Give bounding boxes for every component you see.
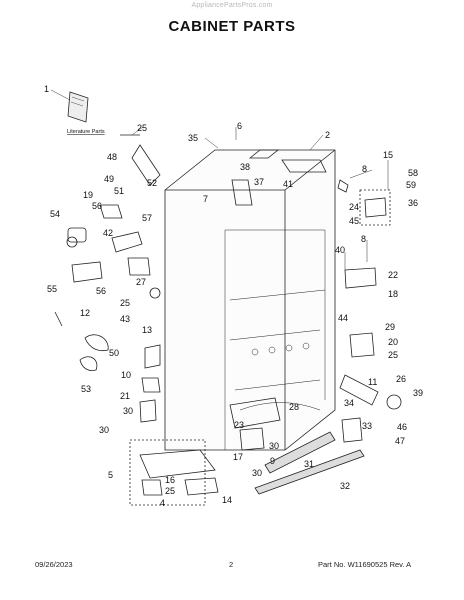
callout-19: 19 — [83, 190, 93, 200]
callout-5: 5 — [108, 470, 113, 480]
callout-22: 22 — [388, 270, 398, 280]
callout-12: 12 — [80, 308, 90, 318]
callout-6: 6 — [237, 121, 242, 131]
callout-51: 51 — [114, 186, 124, 196]
callout-11: 11 — [368, 377, 377, 387]
callout-8-mid: 8 — [361, 234, 366, 244]
callout-32: 32 — [340, 481, 350, 491]
callout-42: 42 — [103, 228, 113, 238]
callout-18: 18 — [388, 289, 398, 299]
callout-37: 37 — [254, 177, 264, 187]
callout-58: 58 — [408, 168, 418, 178]
callout-50: 50 — [109, 348, 119, 358]
callout-21: 21 — [120, 391, 130, 401]
callout-49: 49 — [104, 174, 114, 184]
bottom-trim — [229, 397, 365, 495]
callout-36: 36 — [408, 198, 418, 208]
callout-34: 34 — [344, 398, 354, 408]
leader-lines — [50, 89, 389, 270]
page-title: CABINET PARTS — [168, 18, 296, 35]
literature-label: Literature Parts — [67, 129, 105, 135]
callout-57: 57 — [142, 213, 152, 223]
callout-25-top: 25 — [137, 123, 147, 133]
callout-8-top: 8 — [362, 164, 367, 174]
callout-31: 31 — [304, 459, 314, 469]
callout-59: 59 — [406, 180, 416, 190]
base-assembly — [129, 439, 219, 506]
callout-39: 39 — [413, 388, 423, 398]
callout-1: 1 — [44, 84, 49, 94]
callout-48: 48 — [107, 152, 117, 162]
callout-35: 35 — [188, 133, 198, 143]
callout-27: 27 — [136, 277, 146, 287]
callout-55: 55 — [47, 284, 57, 294]
right-side-parts — [337, 179, 402, 443]
callout-45: 45 — [349, 216, 359, 226]
callout-44: 44 — [338, 313, 348, 323]
callout-13: 13 — [142, 325, 152, 335]
callout-54: 54 — [50, 209, 60, 219]
callout-28: 28 — [289, 402, 299, 412]
callout-4: 4 — [160, 498, 165, 508]
callout-24: 24 — [349, 202, 359, 212]
cabinet-shell — [164, 149, 336, 451]
callout-40: 40 — [335, 245, 345, 255]
callout-47: 47 — [395, 436, 405, 446]
callout-52: 52 — [147, 178, 157, 188]
callout-25-right: 25 — [388, 350, 398, 360]
callouts: 1 2 4 5 6 7 8 8 9 10 11 12 13 14 15 16 1… — [44, 84, 423, 508]
callout-17: 17 — [233, 452, 243, 462]
callout-26: 26 — [396, 374, 406, 384]
callout-56-top: 56 — [92, 201, 102, 211]
callout-29: 29 — [385, 322, 395, 332]
callout-38: 38 — [240, 162, 250, 172]
footer-part-number: Part No. W11690525 Rev. A — [318, 560, 412, 569]
callout-30-b: 30 — [99, 425, 109, 435]
callout-25-bottom: 25 — [165, 486, 175, 496]
callout-25-left: 25 — [120, 298, 130, 308]
callout-2: 2 — [325, 130, 330, 140]
callout-7: 7 — [203, 194, 208, 204]
callout-33: 33 — [362, 421, 372, 431]
callout-30-d: 30 — [252, 468, 262, 478]
footer-page-number: 2 — [229, 560, 234, 569]
callout-9: 9 — [270, 456, 275, 466]
callout-30-c: 30 — [269, 441, 279, 451]
footer-date: 09/26/2023 — [35, 560, 73, 569]
callout-46: 46 — [397, 422, 407, 432]
callout-16: 16 — [165, 475, 175, 485]
callout-43: 43 — [120, 314, 130, 324]
callout-23: 23 — [234, 420, 244, 430]
callout-14: 14 — [222, 495, 232, 505]
top-hinge-assembly — [231, 149, 327, 206]
left-side-parts — [54, 134, 161, 423]
literature-booklet — [67, 91, 89, 123]
callout-10: 10 — [121, 370, 131, 380]
watermark: AppliancePartsPros.com — [191, 2, 273, 9]
callout-15: 15 — [383, 150, 393, 160]
callout-30-a: 30 — [123, 406, 133, 416]
callout-41: 41 — [283, 179, 293, 189]
callout-20: 20 — [388, 337, 398, 347]
callout-56-bottom: 56 — [96, 286, 106, 296]
callout-53: 53 — [81, 384, 91, 394]
